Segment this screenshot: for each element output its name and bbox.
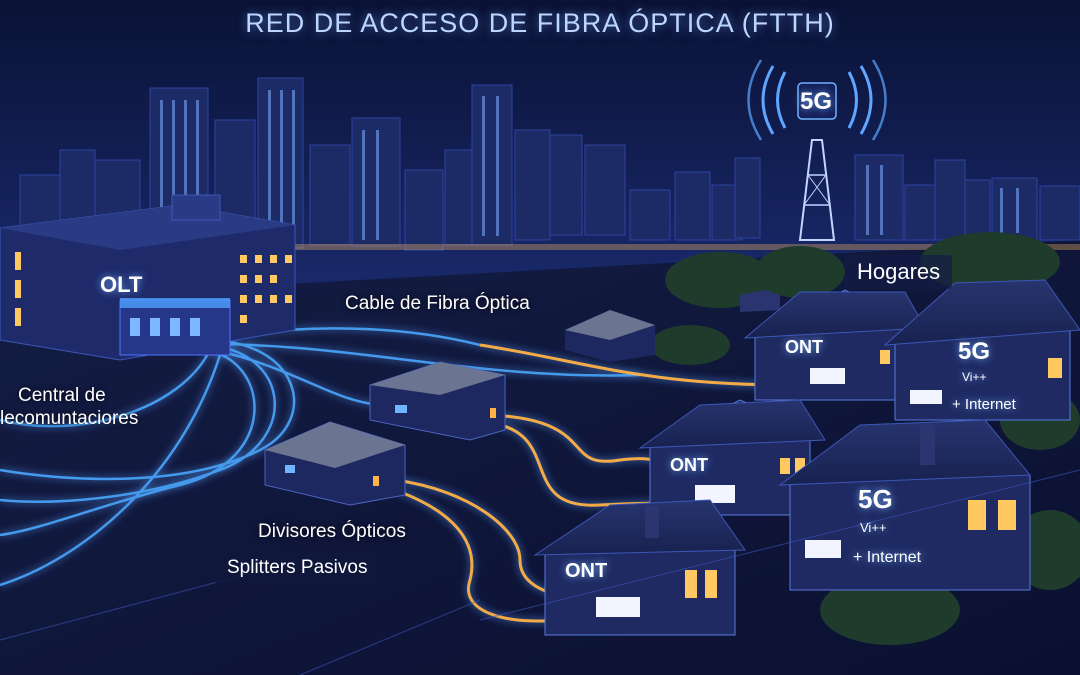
central-label-line1: Central de <box>18 385 106 406</box>
hogares-label: Hogares <box>845 255 953 289</box>
splitters-label: Splitters Pasivos <box>215 553 380 583</box>
divisores-label: Divisores Ópticos <box>258 521 406 542</box>
house-2-vi-label: Vi++ <box>962 370 987 384</box>
house-5 <box>533 499 746 636</box>
central-label-line2: lecomuntaciores <box>0 408 139 429</box>
house-4-5g-label: 5G <box>858 484 893 514</box>
house-2-internet-label: + Internet <box>952 396 1016 413</box>
cable-label: Cable de Fibra Óptica <box>345 293 530 314</box>
house-1-ont-label: ONT <box>785 337 823 357</box>
house-5-ont-label: ONT <box>565 560 608 582</box>
house-3-ont-label: ONT <box>670 455 708 475</box>
house-4-vi-label: Vi++ <box>860 520 887 535</box>
city-lights <box>0 244 1080 250</box>
tower-5g-label: 5G <box>800 88 833 115</box>
house-4-internet-label: + Internet <box>853 549 922 566</box>
5g-tower-icon <box>747 59 887 241</box>
house-2-5g-label: 5G <box>958 338 991 365</box>
house-2 <box>883 279 1080 421</box>
shed <box>565 290 780 362</box>
city-windows <box>160 90 1019 240</box>
olt-building <box>0 194 296 361</box>
olt-label: OLT <box>100 272 143 297</box>
house-4 <box>778 419 1032 591</box>
splitter-box-lower <box>264 421 406 506</box>
house-3 <box>638 399 826 516</box>
page-title: RED DE ACCESO DE FIBRA ÓPTICA (FTTH) <box>245 8 835 38</box>
splitter-box-upper <box>369 361 506 441</box>
